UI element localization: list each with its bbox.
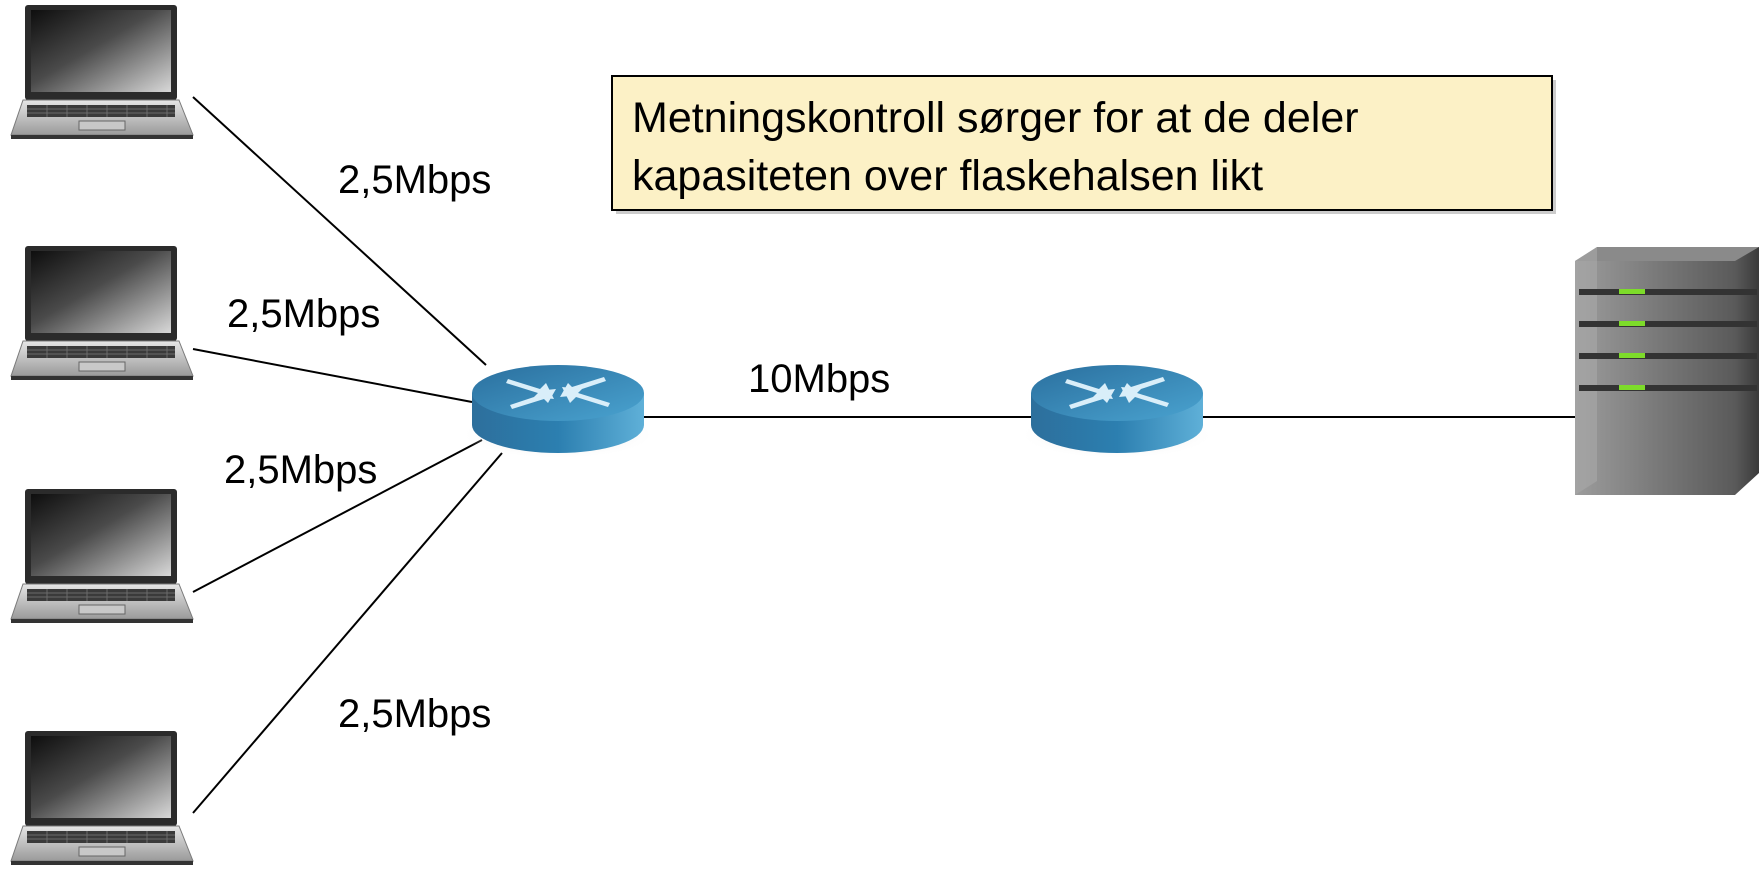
link-label-laptop4: 2,5Mbps [338, 692, 491, 736]
router-icon [1019, 365, 1215, 459]
server-led [1619, 289, 1645, 390]
connections [192, 96, 1578, 814]
laptop-icon [10, 488, 194, 624]
link-laptop3-router [192, 439, 483, 593]
link-label-laptop2: 2,5Mbps [227, 292, 380, 336]
link-label-laptop1: 2,5Mbps [338, 158, 491, 202]
note-line-2: kapasiteten over flaskehalsen likt [632, 152, 1263, 200]
note-box: Metningskontroll sørger for at de deler … [611, 75, 1556, 214]
server-icon [1575, 247, 1759, 495]
link-label-laptop3: 2,5Mbps [224, 448, 377, 492]
laptop-icon [10, 730, 194, 866]
router-icon [460, 365, 656, 459]
link-laptop2-router [192, 348, 473, 403]
link-laptop4-router [192, 452, 503, 814]
laptop-icon [10, 4, 194, 140]
note-line-1: Metningskontroll sørger for at de deler [632, 94, 1359, 142]
laptop-icon [10, 245, 194, 381]
link-laptop1-router [192, 96, 487, 366]
link-label-bottleneck: 10Mbps [748, 357, 890, 401]
